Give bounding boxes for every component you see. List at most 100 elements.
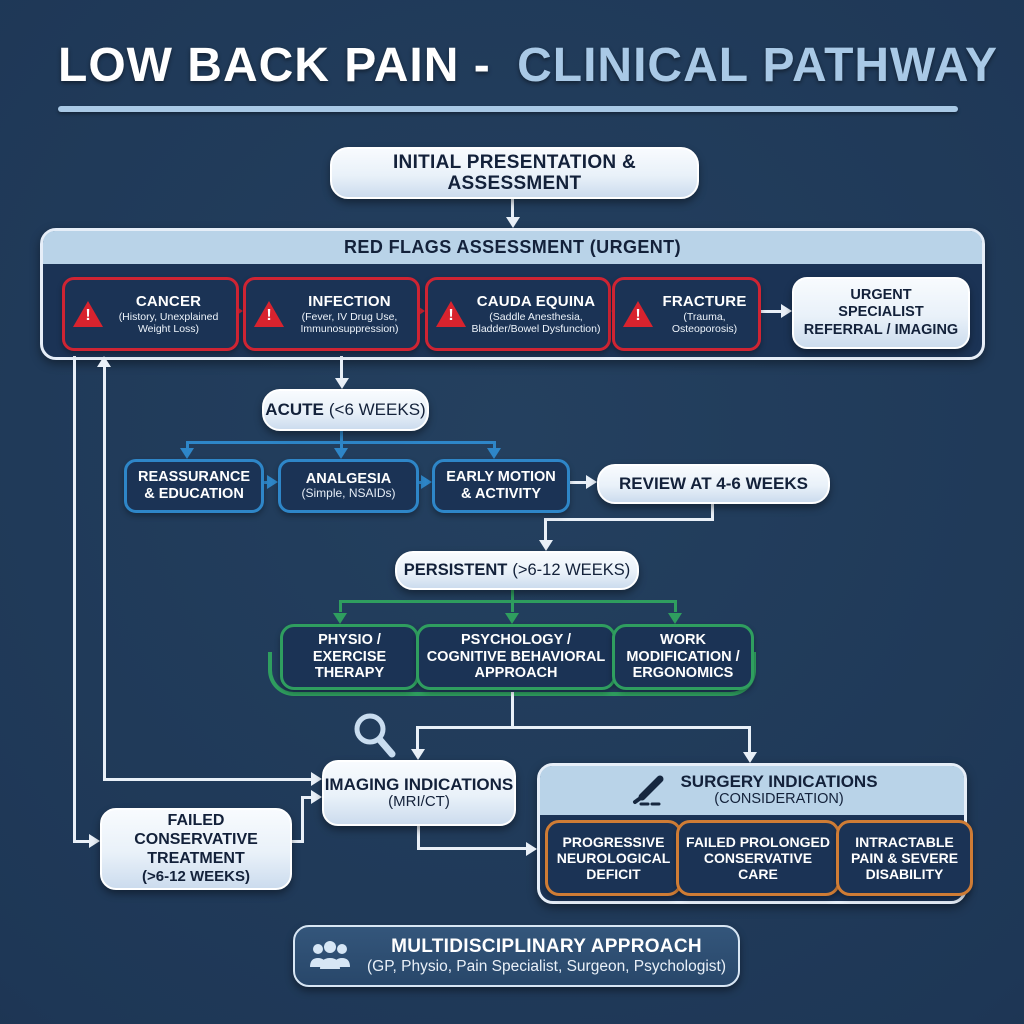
arrowhead [506, 217, 520, 228]
red-flag-subtitle: (Fever, IV Drug Use, Immunosuppression) [300, 310, 399, 336]
persistent-drop-2 [511, 603, 514, 612]
persistent-drop-1 [339, 603, 342, 612]
node-review-4-6-weeks: REVIEW AT 4-6 WEEKS [597, 464, 830, 504]
acute-label-rest: (<6 WEEKS) [328, 400, 426, 420]
arrowhead [180, 448, 194, 459]
arrowhead [586, 475, 597, 489]
initial-label: INITIAL PRESENTATION & ASSESSMENT [392, 151, 637, 194]
node-failed-prolonged-care: FAILED PROLONGED CONSERVATIVE CARE [676, 820, 840, 896]
surgery-header-subtitle: (CONSIDERATION) [714, 790, 844, 807]
stem-bar [416, 726, 751, 729]
multidisciplinary-subtitle: (GP, Physio, Pain Specialist, Surgeon, P… [367, 958, 726, 976]
node-persistent: PERSISTENT (>6-12 WEEKS) [395, 551, 639, 590]
acute-label-bold: ACUTE [265, 400, 324, 420]
left-line-a-vertical [73, 356, 76, 843]
node-multidisciplinary: MULTIDISCIPLINARY APPROACH (GP, Physio, … [293, 925, 740, 987]
arrowhead [505, 613, 519, 624]
node-initial-presentation: INITIAL PRESENTATION & ASSESSMENT [330, 147, 699, 199]
arrowhead [333, 613, 347, 624]
urgent-line2: SPECIALIST [838, 304, 924, 321]
criterion-title: FAILED PROLONGED CONSERVATIVE CARE [686, 833, 830, 883]
imaging-surgery-h [417, 847, 527, 850]
persistent-branch-stem [511, 586, 514, 601]
node-analgesia: ANALGESIA (Simple, NSAIDs) [278, 459, 419, 513]
node-urgent-referral: URGENT SPECIALIST REFERRAL / IMAGING [792, 277, 970, 349]
failed-line4: (>6-12 WEEKS) [142, 868, 250, 886]
node-physio-exercise: PHYSIO / EXERCISE THERAPY [280, 624, 419, 690]
arrowhead [311, 772, 322, 786]
step-title: PHYSIO / EXERCISE THERAPY [312, 631, 387, 682]
warning-icon [254, 301, 284, 327]
failed-line2: CONSERVATIVE [134, 830, 258, 848]
failed-line3: TREATMENT [147, 849, 245, 867]
arrowhead [781, 304, 792, 318]
urgent-line1: URGENT [850, 286, 912, 303]
persistent-label-rest: (>6-12 WEEKS) [512, 561, 631, 580]
warning-icon [436, 301, 466, 327]
arrowhead [487, 448, 501, 459]
failed-line1: FAILED [167, 811, 225, 829]
node-progressive-deficit: PROGRESSIVE NEUROLOGICAL DEFICIT [545, 820, 682, 896]
arrowhead [335, 378, 349, 389]
arrowhead [97, 356, 111, 367]
node-red-flag-infection: INFECTION (Fever, IV Drug Use, Immunosup… [243, 277, 420, 351]
arrowhead [334, 448, 348, 459]
node-red-flag-cancer: CANCER (History, Unexplained Weight Loss… [62, 277, 239, 351]
review-label: REVIEW AT 4-6 WEEKS [619, 474, 808, 494]
step-title: REASSURANCE & EDUCATION [138, 469, 250, 502]
arrowhead [668, 613, 682, 624]
page-title: LOW BACK PAIN - CLINICAL PATHWAY [58, 38, 997, 102]
persistent-drop-3 [674, 603, 677, 612]
people-group-icon [307, 941, 353, 971]
acute-drop-2 [340, 444, 343, 449]
warning-icon [623, 301, 653, 327]
criterion-title: INTRACTABLE PAIN & SEVERE DISABILITY [850, 833, 959, 883]
node-imaging-indications: IMAGING INDICATIONS (MRI/CT) [322, 760, 516, 826]
surgery-header-title: SURGERY INDICATIONS [680, 772, 878, 792]
imaging-title: IMAGING INDICATIONS [324, 775, 514, 795]
failed-imaging-h1 [288, 840, 304, 843]
arrowhead [526, 842, 537, 856]
arrowhead [539, 540, 553, 551]
acute-drop-3 [493, 444, 496, 449]
persistent-branch-bar [339, 600, 677, 603]
red-flags-header-label: RED FLAGS ASSESSMENT (URGENT) [344, 237, 681, 257]
title-part-white: LOW BACK PAIN - [58, 39, 491, 92]
imaging-subtitle: (MRI/CT) [388, 793, 450, 811]
step-title: PSYCHOLOGY / COGNITIVE BEHAVIORAL APPROA… [426, 631, 606, 682]
red-flag-subtitle: (Saddle Anesthesia, Bladder/Bowel Dysfun… [471, 310, 601, 336]
arrowhead [311, 790, 322, 804]
criterion-title: PROGRESSIVE NEUROLOGICAL DEFICIT [556, 833, 671, 883]
title-underline [58, 106, 958, 112]
arrowhead [411, 749, 425, 760]
review-elbow-h [544, 518, 714, 521]
node-psychology-cbt: PSYCHOLOGY / COGNITIVE BEHAVIORAL APPROA… [416, 624, 616, 690]
red-flag-title: CANCER [135, 292, 202, 310]
imaging-surgery-v [417, 822, 420, 850]
arrowhead [416, 305, 425, 317]
title-part-blue: CLINICAL PATHWAY [517, 39, 998, 92]
arrowhead [421, 475, 432, 489]
magnifier-icon [350, 710, 400, 767]
left-line-a-horizontal [73, 840, 90, 843]
node-red-flag-fracture: FRACTURE (Trauma, Osteoporosis) [612, 277, 761, 351]
review-elbow-v1 [711, 500, 714, 520]
step-subtitle: (Simple, NSAIDs) [301, 486, 396, 501]
failed-imaging-h2 [301, 796, 312, 799]
arrow-initial-to-redflags [511, 196, 514, 218]
node-acute: ACUTE (<6 WEEKS) [262, 389, 429, 431]
arrowhead [743, 752, 757, 763]
arrowhead [267, 475, 278, 489]
bracket-stem [511, 692, 514, 728]
red-flag-subtitle: (Trauma, Osteoporosis) [671, 310, 738, 336]
arrow-fracture-urgent [744, 310, 781, 313]
scalpel-icon [626, 775, 668, 807]
node-red-flag-cauda-equina: CAUDA EQUINA (Saddle Anesthesia, Bladder… [425, 277, 611, 351]
warning-icon [73, 301, 103, 327]
node-early-motion: EARLY MOTION & ACTIVITY [432, 459, 570, 513]
arrow-earlymotion-review [558, 481, 586, 484]
multidisciplinary-title: MULTIDISCIPLINARY APPROACH [391, 935, 702, 957]
acute-branch-bar [186, 441, 496, 444]
node-work-modification: WORK MODIFICATION / ERGONOMICS [612, 624, 754, 690]
